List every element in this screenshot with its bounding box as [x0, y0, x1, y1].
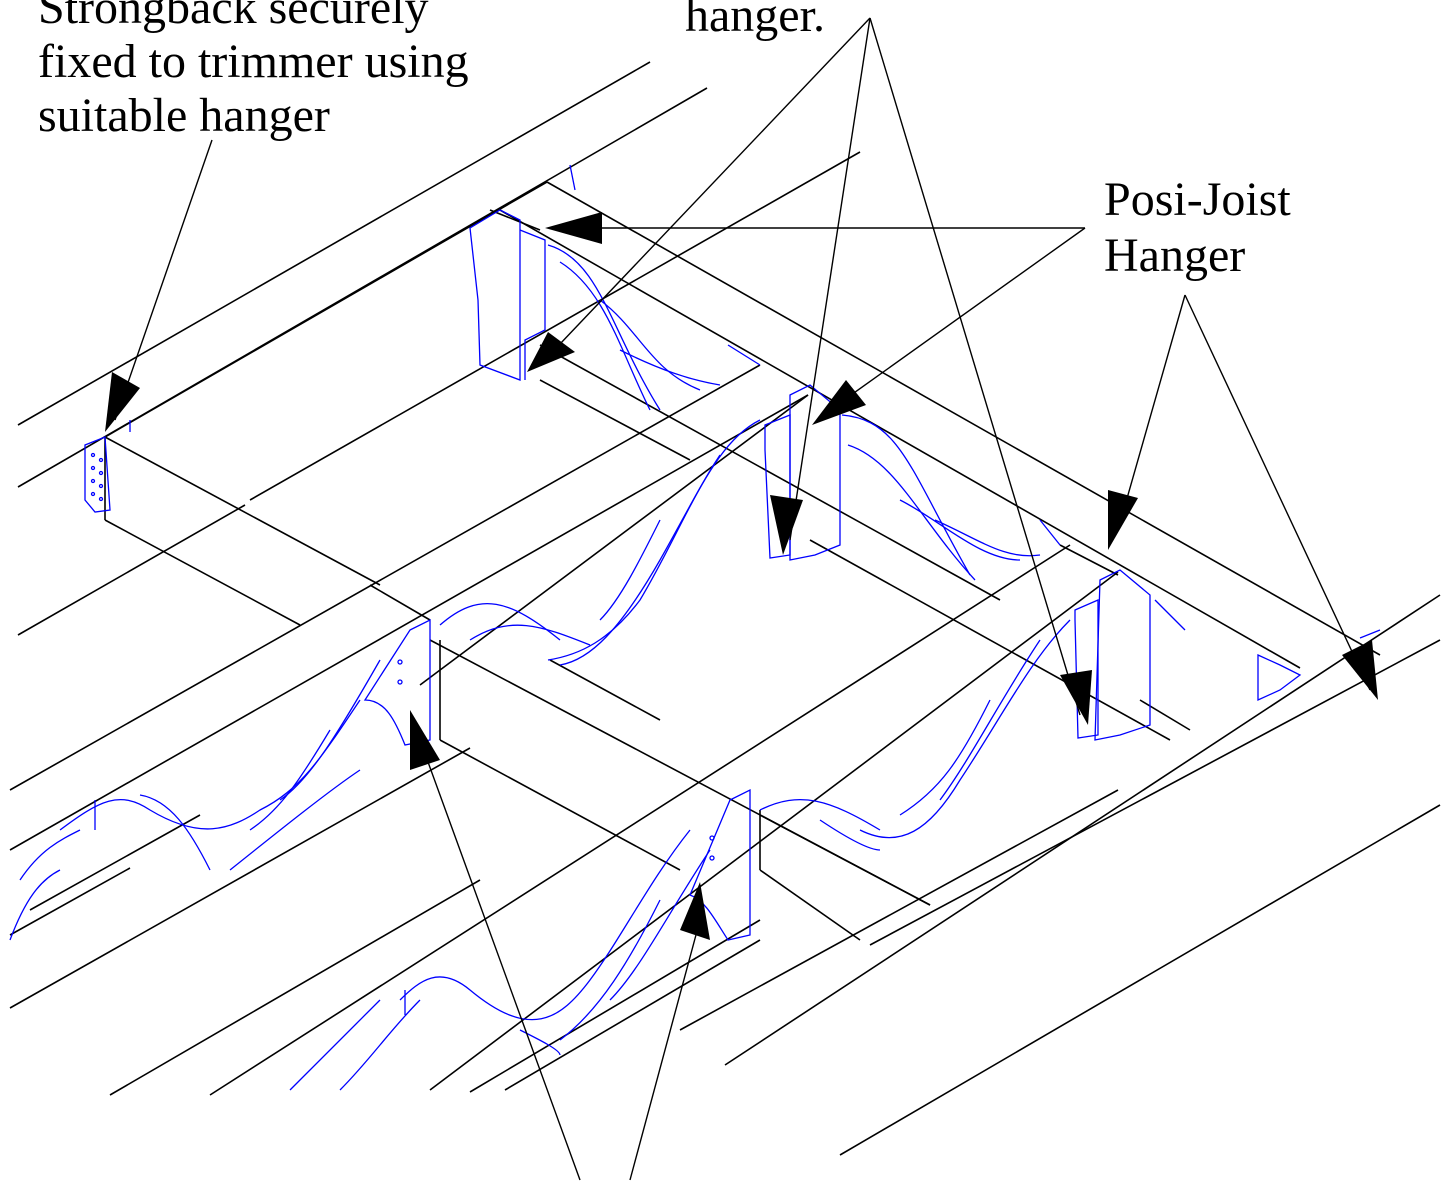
- arrow-bottom-1: [410, 710, 440, 770]
- arrow-posi-3: [1108, 490, 1138, 550]
- arrow-hanger-1: [527, 332, 575, 372]
- header-beam: [104, 181, 1381, 941]
- metal-webs: [9, 164, 1381, 1091]
- arrow-posi-2: [812, 380, 866, 425]
- posi-joist-label-line1: Posi-Joist: [1104, 173, 1291, 226]
- arrow-posi-4: [1342, 640, 1378, 700]
- strongback-label-line2: fixed to trimmer using: [38, 35, 469, 88]
- strongback-label-line3: suitable hanger: [38, 89, 330, 142]
- arrowheads: [105, 212, 1378, 940]
- timber-chords: [9, 61, 1441, 1156]
- arrow-bottom-2: [680, 882, 710, 940]
- posi-joist-label-line2: Hanger: [1104, 229, 1246, 282]
- leader-lines: [114, 17, 1371, 1181]
- hanger-label-partial: hanger.: [685, 0, 825, 42]
- strongback-label-line1: Strongback securely: [38, 0, 429, 34]
- arrow-posi-1: [545, 212, 602, 244]
- arrow-hanger-2: [770, 495, 803, 555]
- arrow-hanger-3: [1060, 670, 1092, 725]
- arrow-strongback: [105, 372, 140, 432]
